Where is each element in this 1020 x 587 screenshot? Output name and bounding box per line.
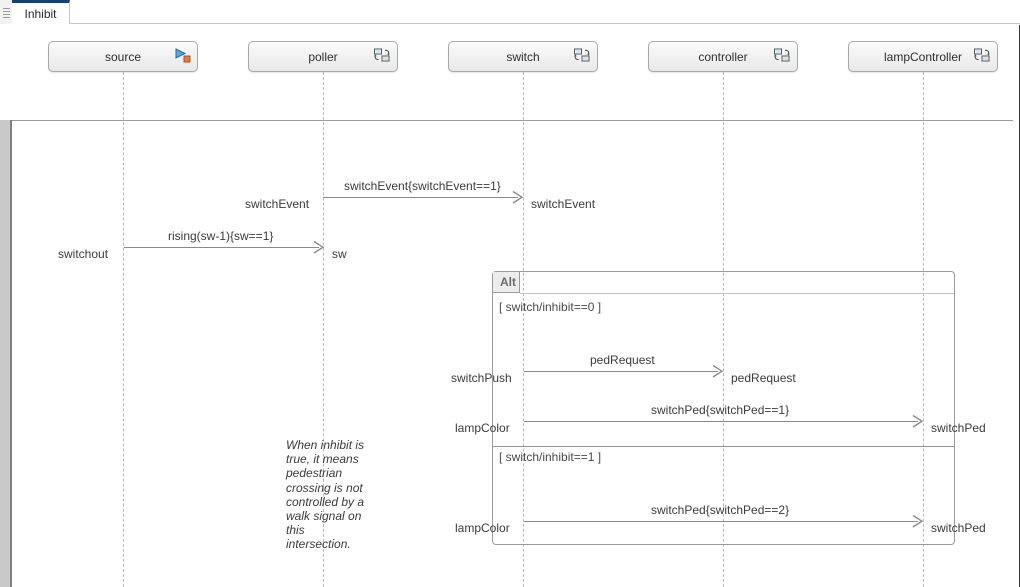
target-port-label-switch-event: switchEvent [531, 197, 596, 211]
source-port-label-rising-sw: switchout [58, 247, 109, 261]
message-line-ped-request[interactable] [524, 371, 718, 372]
lifeline-head-label: switch [506, 49, 540, 64]
arrowhead-rising-sw [313, 240, 325, 254]
message-line-switch-ped-2[interactable] [524, 521, 918, 522]
arrowhead-switch-event [512, 190, 524, 204]
lifeline-switch [523, 72, 524, 587]
source-port-label-switch-event: switchEvent [245, 197, 310, 211]
message-line-rising-sw[interactable] [124, 247, 319, 248]
arrowhead-switch-ped-1 [912, 414, 924, 428]
lifeline-source [123, 72, 124, 587]
message-label-switch-event: switchEvent{switchEvent==1} [344, 179, 501, 193]
state-chart-icon [573, 47, 591, 65]
tab-bar-empty-area [70, 0, 1020, 24]
source-port-label-switch-ped-2: lampColor [455, 521, 510, 535]
lifeline-lampcontroller [923, 72, 924, 587]
target-port-label-switch-ped-1: switchPed [931, 421, 986, 435]
lifeline-head-source[interactable]: source [48, 41, 198, 72]
alt-operand-guard-1: [ switch/inhibit==1 ] [499, 450, 602, 464]
alt-operator-label: Alt [500, 275, 516, 289]
tab-inhibit[interactable]: Inhibit [12, 0, 70, 24]
state-chart-icon [373, 47, 391, 65]
alt-fragment-frame[interactable] [492, 271, 955, 545]
alt-operand-divider [493, 446, 954, 447]
tab-bar: Inhibit [0, 0, 1020, 26]
lifeline-head-label: lampController [883, 49, 963, 64]
state-chart-icon [773, 47, 791, 65]
list-menu-icon [2, 7, 10, 18]
tab-label: Inhibit [24, 6, 57, 21]
message-label-switch-ped-2: switchPed{switchPed==2} [651, 503, 790, 517]
alt-operand-guard-0: [ switch/inhibit==0 ] [499, 300, 602, 314]
lifeline-head-switch[interactable]: switch [448, 41, 598, 72]
alt-tab-underline [520, 293, 954, 294]
signal-source-icon [173, 47, 191, 65]
target-port-label-rising-sw: sw [332, 247, 347, 261]
lifeline-head-lampcontroller[interactable]: lampController [848, 41, 998, 72]
message-line-switch-event[interactable] [323, 197, 518, 198]
arrowhead-ped-request [712, 364, 724, 378]
lifeline-head-label: source [104, 49, 142, 64]
state-chart-icon [973, 47, 991, 65]
arrowhead-switch-ped-2 [912, 514, 924, 528]
left-gutter-strip [0, 120, 12, 587]
lifeline-controller [723, 72, 724, 587]
message-label-switch-ped-1: switchPed{switchPed==1} [651, 403, 790, 417]
lifeline-head-controller[interactable]: controller [648, 41, 798, 72]
message-label-ped-request: pedRequest [590, 353, 655, 367]
message-label-rising-sw: rising(sw-1){sw==1} [168, 229, 274, 243]
header-separator [0, 120, 1013, 121]
source-port-label-ped-request: switchPush [451, 371, 512, 385]
lifeline-head-label: poller [308, 49, 338, 64]
target-port-label-switch-ped-2: switchPed [931, 521, 986, 535]
lifeline-head-poller[interactable]: poller [248, 41, 398, 72]
diagram-note[interactable]: When inhibit is true, it means pedestria… [286, 438, 365, 552]
lifeline-poller [323, 72, 324, 587]
source-port-label-switch-ped-1: lampColor [455, 421, 510, 435]
lifeline-head-label: controller [698, 49, 748, 64]
target-port-label-ped-request: pedRequest [731, 371, 796, 385]
alt-fragment-operator-tab: Alt [493, 272, 520, 293]
message-line-switch-ped-1[interactable] [524, 421, 918, 422]
diagram-canvas[interactable]: source poller [0, 25, 1020, 587]
